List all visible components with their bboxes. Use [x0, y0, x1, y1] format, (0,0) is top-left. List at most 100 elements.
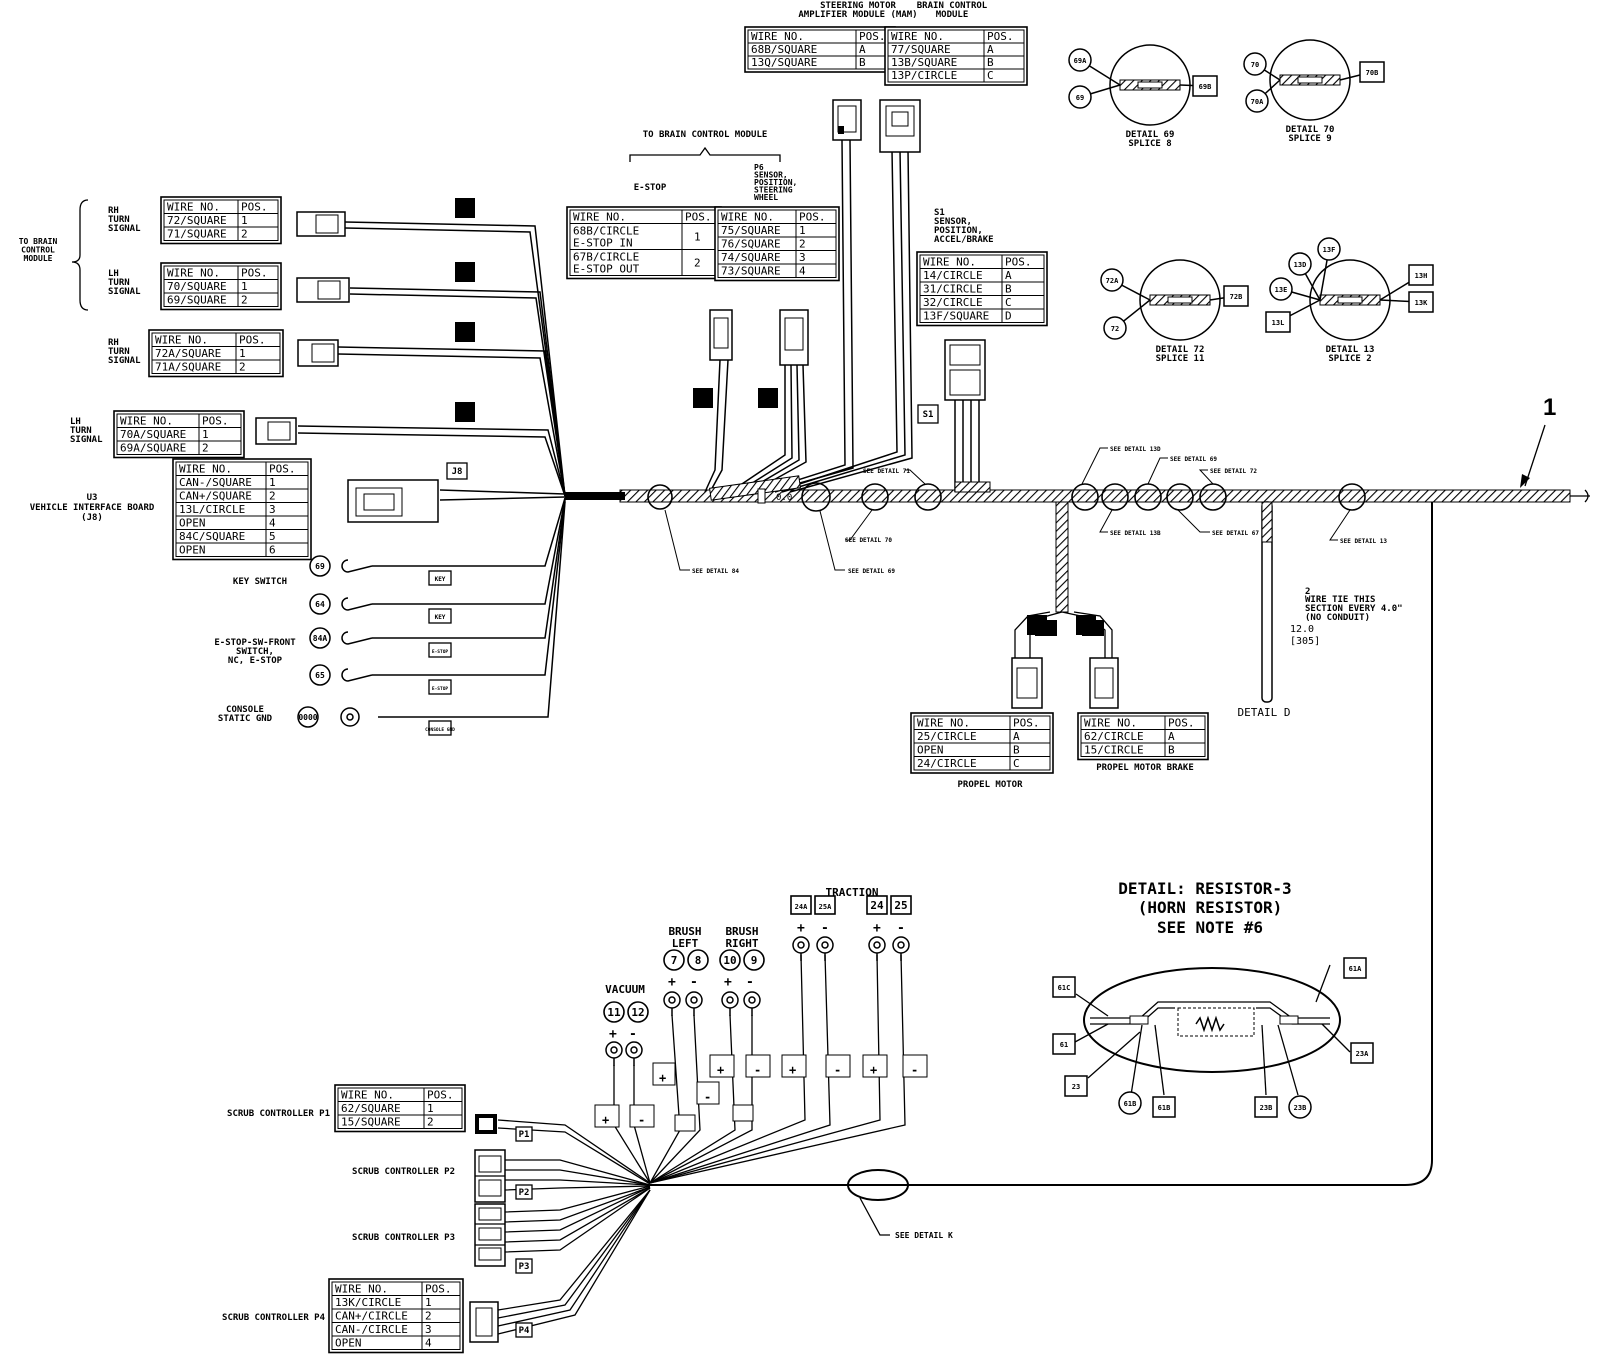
- detail-name: DETAIL 69: [1126, 130, 1175, 140]
- detail-sub: SPLICE 2: [1328, 354, 1371, 364]
- svg-text:+: +: [789, 1063, 796, 1077]
- table-cell: A: [1168, 730, 1175, 743]
- table-cell: 15/CIRCLE: [1084, 744, 1144, 757]
- table-header: WIRE NO.: [917, 717, 970, 730]
- table-cell: 14/CIRCLE: [923, 269, 983, 282]
- brush-right-label: RIGHT: [725, 937, 758, 950]
- splice-wire-label: 13D: [1294, 261, 1307, 269]
- scrub-p2-connector: [474, 1149, 506, 1203]
- resistor-wire-box: [1052, 1033, 1076, 1055]
- splice-wire-label: 72A: [1106, 277, 1119, 285]
- table-cell: CAN+/SQUARE: [179, 490, 252, 503]
- terminal-label: 12: [631, 1006, 644, 1019]
- table-cell: A: [1005, 269, 1012, 282]
- table-cell: 1: [799, 224, 806, 237]
- detail-circle: [1139, 259, 1221, 341]
- table-cell: 69A/SQUARE: [120, 442, 186, 455]
- p6-connector: [779, 309, 809, 366]
- p6-title: WHEEL: [754, 193, 778, 202]
- lh-turn2-title: SIGNAL: [70, 435, 103, 445]
- estop-sw-label: SWITCH,: [236, 647, 274, 657]
- wire-circle: [309, 593, 331, 615]
- table-cell: 1: [427, 1102, 434, 1115]
- svg-text:-: -: [746, 975, 754, 990]
- see-detail-label: SEE DETAIL 13D: [1110, 446, 1161, 453]
- svg-text:+: +: [659, 1071, 666, 1085]
- scrub-p1-title: SCRUB CONTROLLER P1: [227, 1109, 330, 1119]
- lh-turn-connector: [296, 277, 350, 303]
- to-brain-top: TO BRAIN CONTROL MODULE: [643, 130, 768, 140]
- scrub-p1-connector: [475, 1114, 497, 1134]
- detail-d-branch: [1261, 501, 1273, 703]
- table-header: POS.: [1005, 256, 1032, 269]
- table-header: WIRE NO.: [335, 1283, 388, 1296]
- svg-text:+: +: [797, 921, 805, 936]
- splice-wire-label: 70: [1251, 61, 1259, 69]
- brush-right-label: BRUSH: [725, 925, 758, 938]
- table-cell: A: [987, 43, 994, 56]
- scrub-p3-connector: [474, 1203, 506, 1267]
- wire-tag: [515, 1184, 533, 1200]
- svg-text:+: +: [602, 1113, 609, 1127]
- wire-tie-note: WIRE TIE THIS: [1305, 595, 1375, 605]
- terminal-label: 24: [870, 899, 884, 912]
- propel-title: PROPEL MOTOR: [957, 780, 1023, 790]
- resistor-wire-box: [1064, 1075, 1088, 1097]
- table-cell: 73/SQUARE: [721, 265, 781, 278]
- resistor-title: SEE NOTE #6: [1157, 918, 1263, 937]
- table-cell: CAN-/CIRCLE: [335, 1323, 408, 1336]
- table-header: POS.: [427, 1089, 454, 1102]
- wire-tag-label: E-STOP: [432, 649, 449, 655]
- wire-tag-label: CONSOLE GND: [425, 727, 455, 733]
- rh-turn2-title: RH: [108, 338, 119, 348]
- table-cell: 2: [202, 442, 209, 455]
- resistor-wire-label: 61: [1060, 1041, 1068, 1049]
- left-fan-wires: [297, 221, 566, 718]
- rh-turn2-connector: [297, 339, 339, 367]
- table-cell: A: [1013, 730, 1020, 743]
- wire-label-tag: [455, 262, 475, 282]
- svg-text:-: -: [821, 921, 829, 936]
- table-cell: 1: [694, 231, 701, 244]
- scrub-p4-connector: [469, 1301, 499, 1343]
- u3-title-1: U3: [87, 493, 98, 503]
- table-cell: 62/CIRCLE: [1084, 730, 1144, 743]
- table-cell: 71A/SQUARE: [155, 361, 221, 374]
- table-cell: 77/SQUARE: [891, 43, 951, 56]
- dim-zero: 0.0: [776, 493, 792, 503]
- wire-tie-note: SECTION EVERY 4.0": [1305, 604, 1403, 614]
- lower-ring-terminals: [605, 936, 910, 1066]
- splice-wire-label: 69B: [1199, 83, 1212, 91]
- wire-tag: [428, 608, 452, 624]
- resistor-wire-label: 61B: [1124, 1100, 1137, 1108]
- to-brain-left: CONTROL: [21, 246, 55, 255]
- wire-circle-label: 69: [315, 562, 325, 571]
- table-cell: C: [1013, 757, 1020, 770]
- table-header: WIRE NO.: [721, 211, 774, 224]
- steering-title: STEERING MOTOR: [820, 1, 896, 11]
- splice-wire-label: 13E: [1275, 286, 1288, 294]
- table-header: POS.: [1168, 717, 1195, 730]
- wire-tag-label: KEY: [435, 614, 446, 621]
- table-header: POS.: [425, 1283, 452, 1296]
- resistor-wire-circle: [1288, 1095, 1312, 1119]
- table-cell: 68B/SQUARE: [751, 43, 817, 56]
- table-header: POS.: [859, 30, 886, 43]
- terminal-circle: [743, 949, 765, 971]
- resistor-title: DETAIL: RESISTOR-3: [1118, 879, 1291, 898]
- see-detail-label: SEE DETAIL 72: [1210, 468, 1257, 475]
- resistor-wire-box: [1350, 1042, 1374, 1064]
- table-cell: 2: [241, 228, 248, 241]
- detail-sub: SPLICE 11: [1156, 354, 1205, 364]
- table-cell: 71/SQUARE: [167, 228, 227, 241]
- wire-circle-label: 64: [315, 600, 325, 609]
- table-cell: 13Q/SQUARE: [751, 56, 817, 69]
- svg-text:-: -: [629, 1027, 637, 1042]
- see-detail-label: SEE DETAIL 69: [1170, 456, 1217, 463]
- table-cell: B: [987, 56, 994, 69]
- splice-wire-label: 13L: [1272, 319, 1285, 327]
